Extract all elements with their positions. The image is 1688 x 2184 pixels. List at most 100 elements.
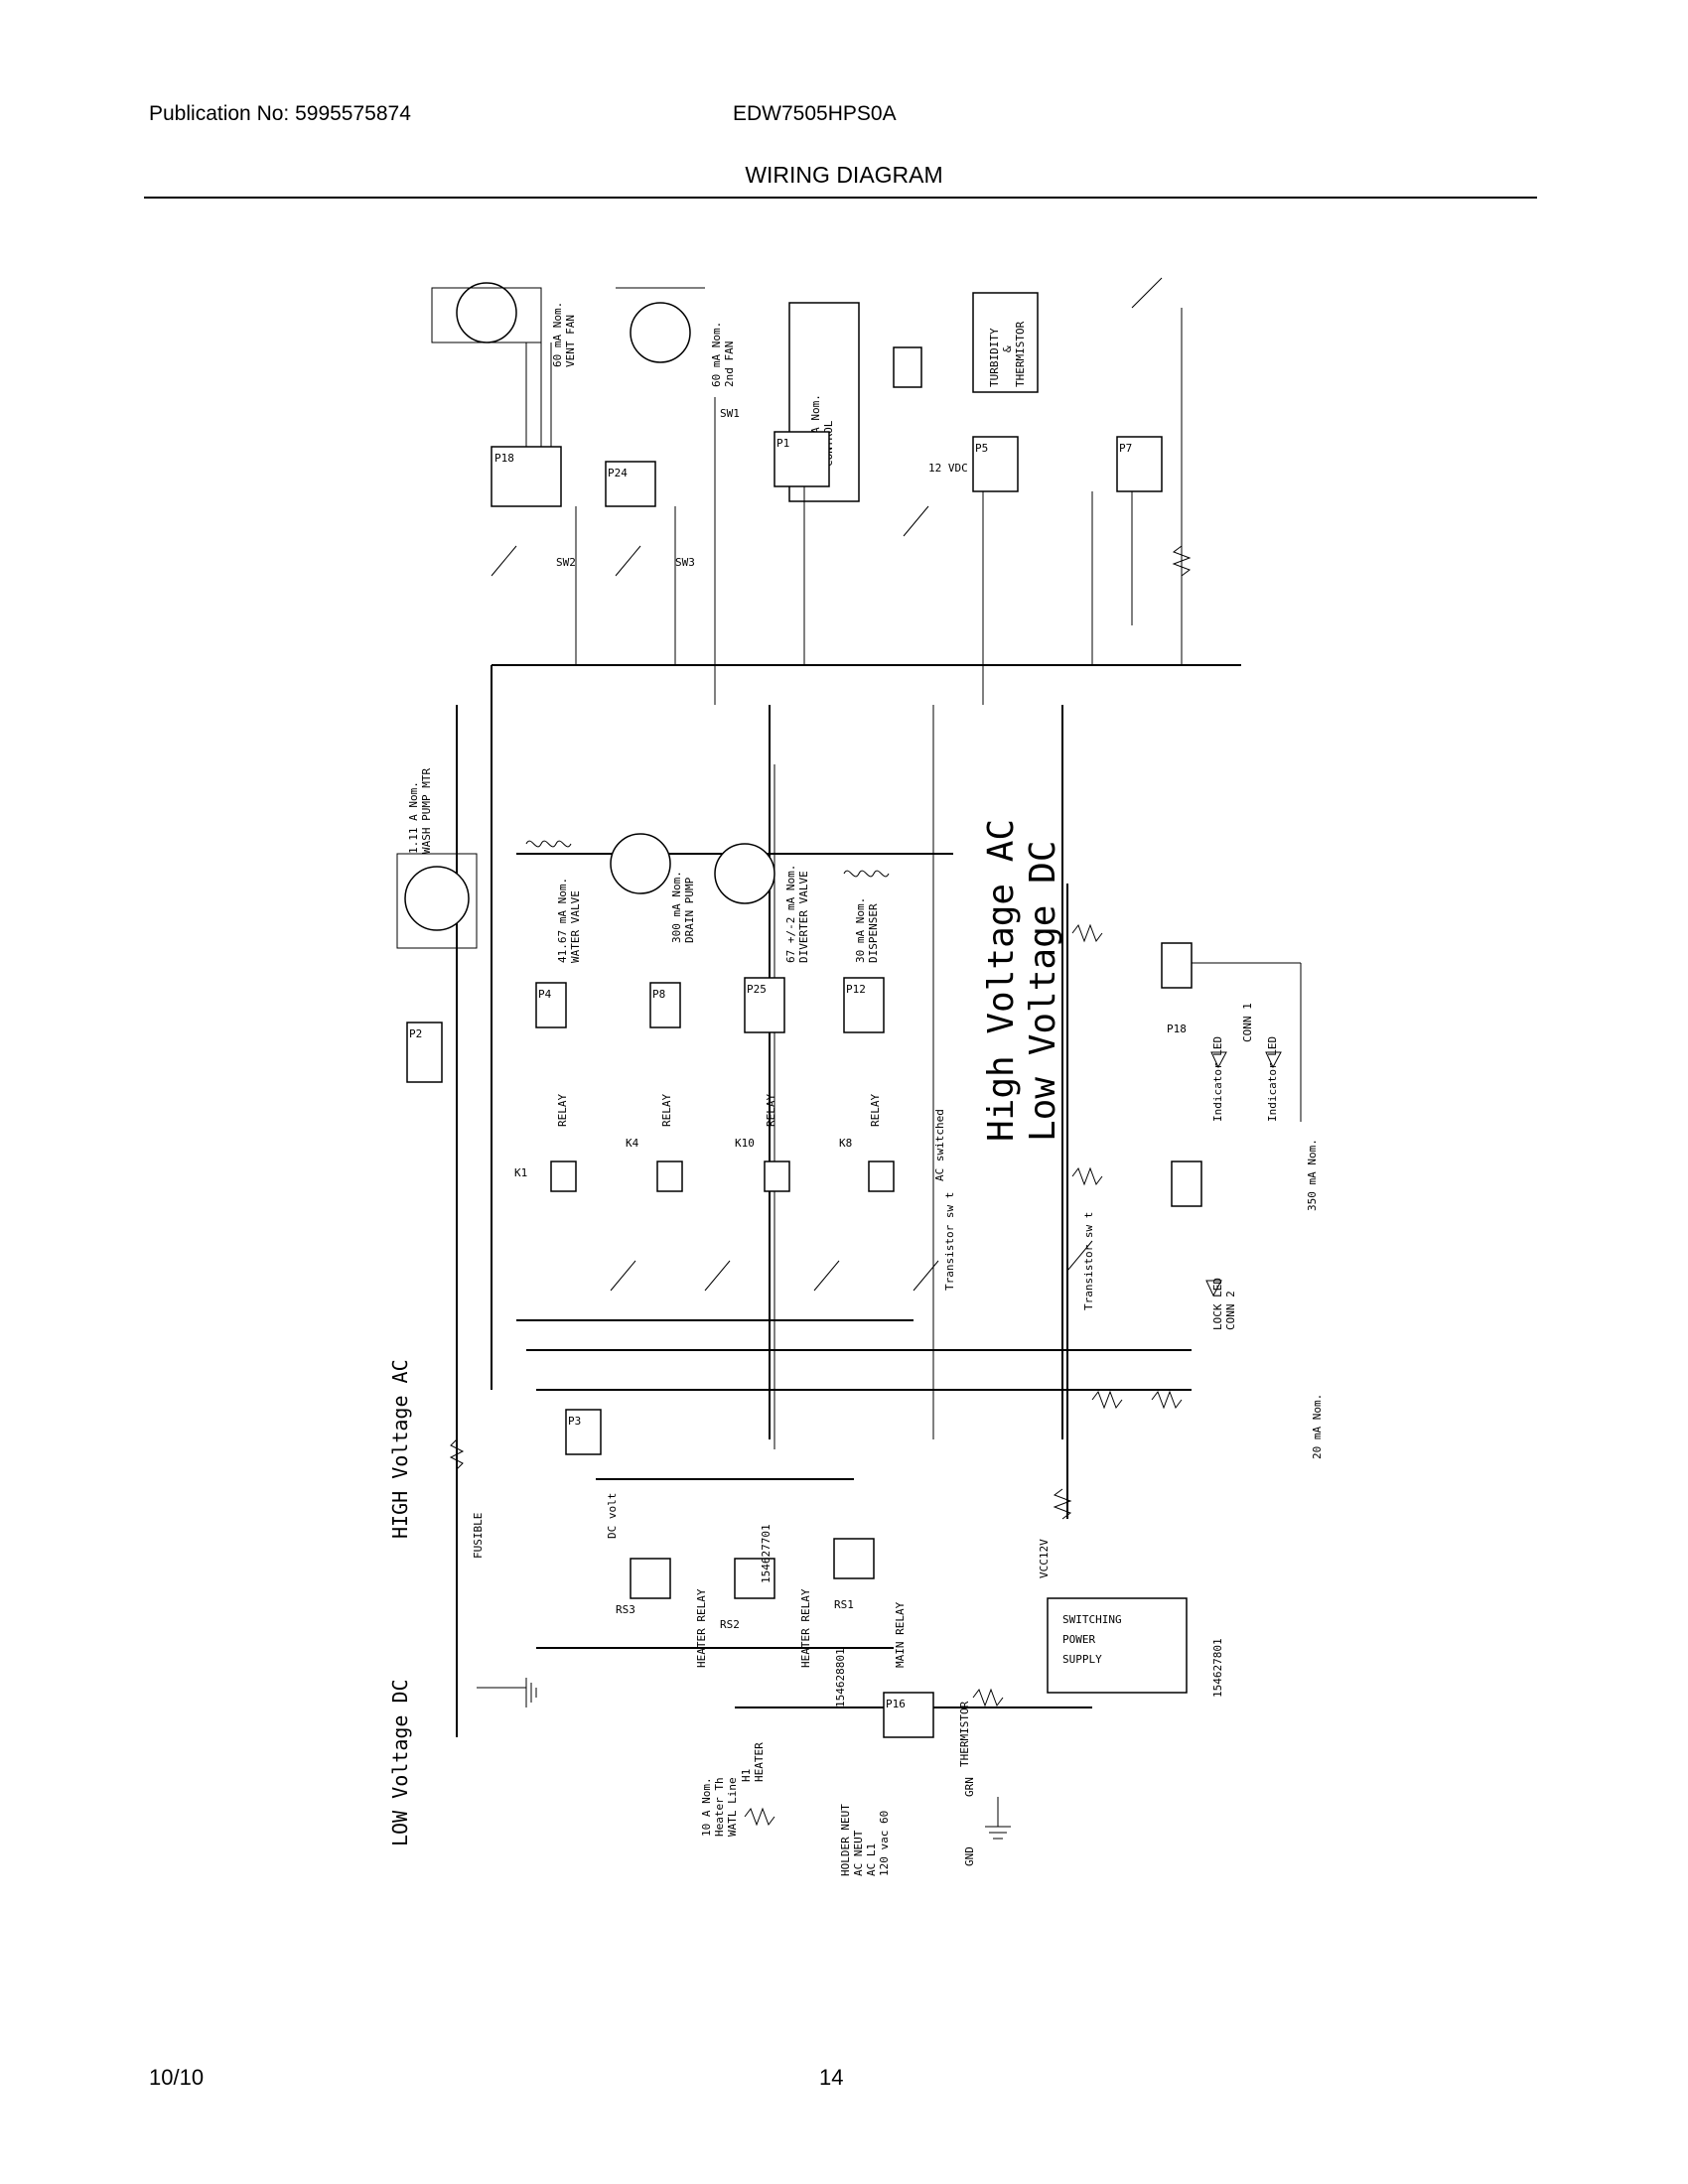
diverter-valve-motor: 67 +/-2 mA Nom. DIVERTER VALVE [714,843,810,963]
svg-text:RS3: RS3 [616,1603,635,1616]
svg-text:RELAY: RELAY [556,1094,569,1127]
header-rule [144,197,1537,199]
svg-text:MAIN RELAY: MAIN RELAY [894,1601,907,1668]
top-switches: SW2 SW3 SW1 12 VDC [491,277,1163,577]
svg-text:FUSIBLE: FUSIBLE [472,1513,485,1559]
connector-p1: P1 [774,431,830,487]
power-connector: HOLDER NEUT AC NEUT AC L1 120 vac 60 [839,1804,891,1876]
svg-text:GND: GND [963,1846,976,1866]
svg-text:H1: H1 [740,1769,753,1782]
middle-connectors: P2 P4 P8 P25 P12 [406,977,885,1083]
model-number: EDW7505HPS0A [733,102,897,125]
svg-text:1.11 A Nom.: 1.11 A Nom. [407,781,420,854]
svg-text:AC switched: AC switched [933,1109,946,1181]
svg-text:K4: K4 [626,1137,639,1150]
svg-text:CONN 2: CONN 2 [1224,1291,1237,1330]
svg-text:P8: P8 [652,988,665,1001]
svg-text:DRAIN PUMP: DRAIN PUMP [683,877,696,943]
pump-relay-box: P3 DC volt [565,1409,619,1539]
footer-date: 10/10 [149,2065,205,2090]
svg-text:12 VDC: 12 VDC [928,462,968,475]
svg-text:120 vac 60: 120 vac 60 [878,1811,891,1876]
svg-text:2nd FAN: 2nd FAN [723,341,736,387]
svg-text:Heater Th: Heater Th [713,1777,726,1837]
legend-low-voltage-dc: Low Voltage DC [1023,841,1063,1142]
vent-fan-motor: 60 mA Nom. VENT FAN [431,282,577,367]
svg-text:RELAY: RELAY [660,1094,673,1127]
svg-text:P2: P2 [409,1027,422,1040]
heater-element: H1 HEATER 10 A Nom. Heater Th WATL Line [700,1742,775,1837]
top-wire-runs [575,308,1183,705]
svg-text:SW2: SW2 [556,556,576,569]
left-legend-high-ac: HIGH Voltage AC [388,1359,412,1539]
svg-text:300 mA Nom.: 300 mA Nom. [670,871,683,943]
svg-text:41.67 mA Nom.: 41.67 mA Nom. [556,878,569,963]
svg-text:154627801: 154627801 [1211,1638,1224,1698]
svg-text:P18: P18 [494,452,514,465]
svg-text:154627701: 154627701 [760,1524,773,1583]
svg-text:THERMISTOR: THERMISTOR [1014,321,1027,387]
svg-text:Transistor sw t: Transistor sw t [943,1192,956,1291]
page-title: WIRING DIAGRAM [745,162,943,188]
connector-p18: P18 [491,342,562,507]
svg-text:60 mA Nom.: 60 mA Nom. [710,322,723,387]
svg-text:TURBIDITY: TURBIDITY [988,328,1001,387]
connector-p24: P24 [605,461,656,507]
svg-text:Indicator LED: Indicator LED [1266,1036,1279,1122]
legend-high-voltage-ac: High Voltage AC [981,819,1022,1142]
left-legend-low-dc: LOW Voltage DC [388,1679,412,1846]
svg-text:67 +/-2 mA Nom.: 67 +/-2 mA Nom. [784,865,797,963]
svg-text:RS2: RS2 [720,1618,740,1631]
svg-text:THERMISTOR: THERMISTOR [958,1701,971,1767]
svg-text:P5: P5 [975,442,988,455]
ground: GRN GND [963,1777,1011,1866]
svg-text:RS1: RS1 [834,1598,854,1611]
wiring-diagram: High Voltage AC Low Voltage DC LOW Volta… [388,277,1324,1876]
heater-relays: HEATER RELAY HEATER RELAY MAIN RELAY RS3… [616,1538,907,1668]
svg-text:P1: P1 [776,437,789,450]
inlet-water-valve: 41.67 mA Nom. WATER VALVE [525,840,582,963]
svg-text:WATER VALVE: WATER VALVE [569,890,582,963]
svg-text:DISPENSER: DISPENSER [867,903,880,963]
turbidity-thermistor: TURBIDITY & THERMISTOR [972,292,1039,393]
svg-text:&: & [1001,345,1014,352]
led-indicators: P18 Indicator LED Indicator LED LOCK LED… [1161,942,1324,1459]
svg-text:VCC12V: VCC12V [1038,1539,1051,1578]
svg-text:WATL Line: WATL Line [726,1777,739,1837]
fusible-link: FUSIBLE [449,1400,485,1569]
svg-text:DC volt: DC volt [606,1493,619,1539]
resistors [972,545,1192,1707]
svg-text:P18: P18 [1167,1023,1187,1035]
svg-text:Transistor sw t: Transistor sw t [1082,1212,1095,1310]
svg-text:K10: K10 [735,1137,755,1150]
svg-text:HOLDER NEUT: HOLDER NEUT [839,1804,852,1876]
svg-text:20 mA Nom.: 20 mA Nom. [1311,1394,1324,1459]
svg-text:P24: P24 [608,467,628,479]
svg-text:AC L1: AC L1 [865,1843,878,1876]
transistor-switches: Transistor sw t Transistor sw t [610,1192,1095,1310]
svg-text:POWER: POWER [1062,1633,1095,1646]
svg-text:LOCK LED: LOCK LED [1211,1278,1224,1330]
svg-text:DIVERTER VALVE: DIVERTER VALVE [797,871,810,963]
svg-text:K1: K1 [514,1166,527,1179]
svg-text:P3: P3 [568,1415,581,1428]
control-aux-box [893,346,922,388]
svg-text:CONN 1: CONN 1 [1241,1003,1254,1042]
drain-pump-motor: 300 mA Nom. DRAIN PUMP [610,833,696,943]
svg-text:AC NEUT: AC NEUT [852,1830,865,1876]
svg-text:VENT FAN: VENT FAN [564,315,577,367]
svg-text:K8: K8 [839,1137,852,1150]
svg-text:30 mA Nom.: 30 mA Nom. [854,897,867,963]
svg-text:P25: P25 [747,983,767,996]
relay-row: K1 K4 K10 K8 RELAY RELAY RELAY RELAY AC … [514,1094,946,1192]
svg-text:350 mA Nom.: 350 mA Nom. [1306,1139,1319,1211]
svg-text:HEATER RELAY: HEATER RELAY [695,1588,708,1668]
svg-text:SW3: SW3 [675,556,695,569]
svg-text:HEATER: HEATER [753,1742,766,1782]
svg-text:P7: P7 [1119,442,1132,455]
svg-text:WASH PUMP MTR: WASH PUMP MTR [420,768,433,854]
svg-text:SWITCHING: SWITCHING [1062,1613,1122,1626]
svg-text:RELAY: RELAY [765,1094,777,1127]
page-number: 14 [819,2065,844,2090]
svg-text:SW1: SW1 [720,407,740,420]
